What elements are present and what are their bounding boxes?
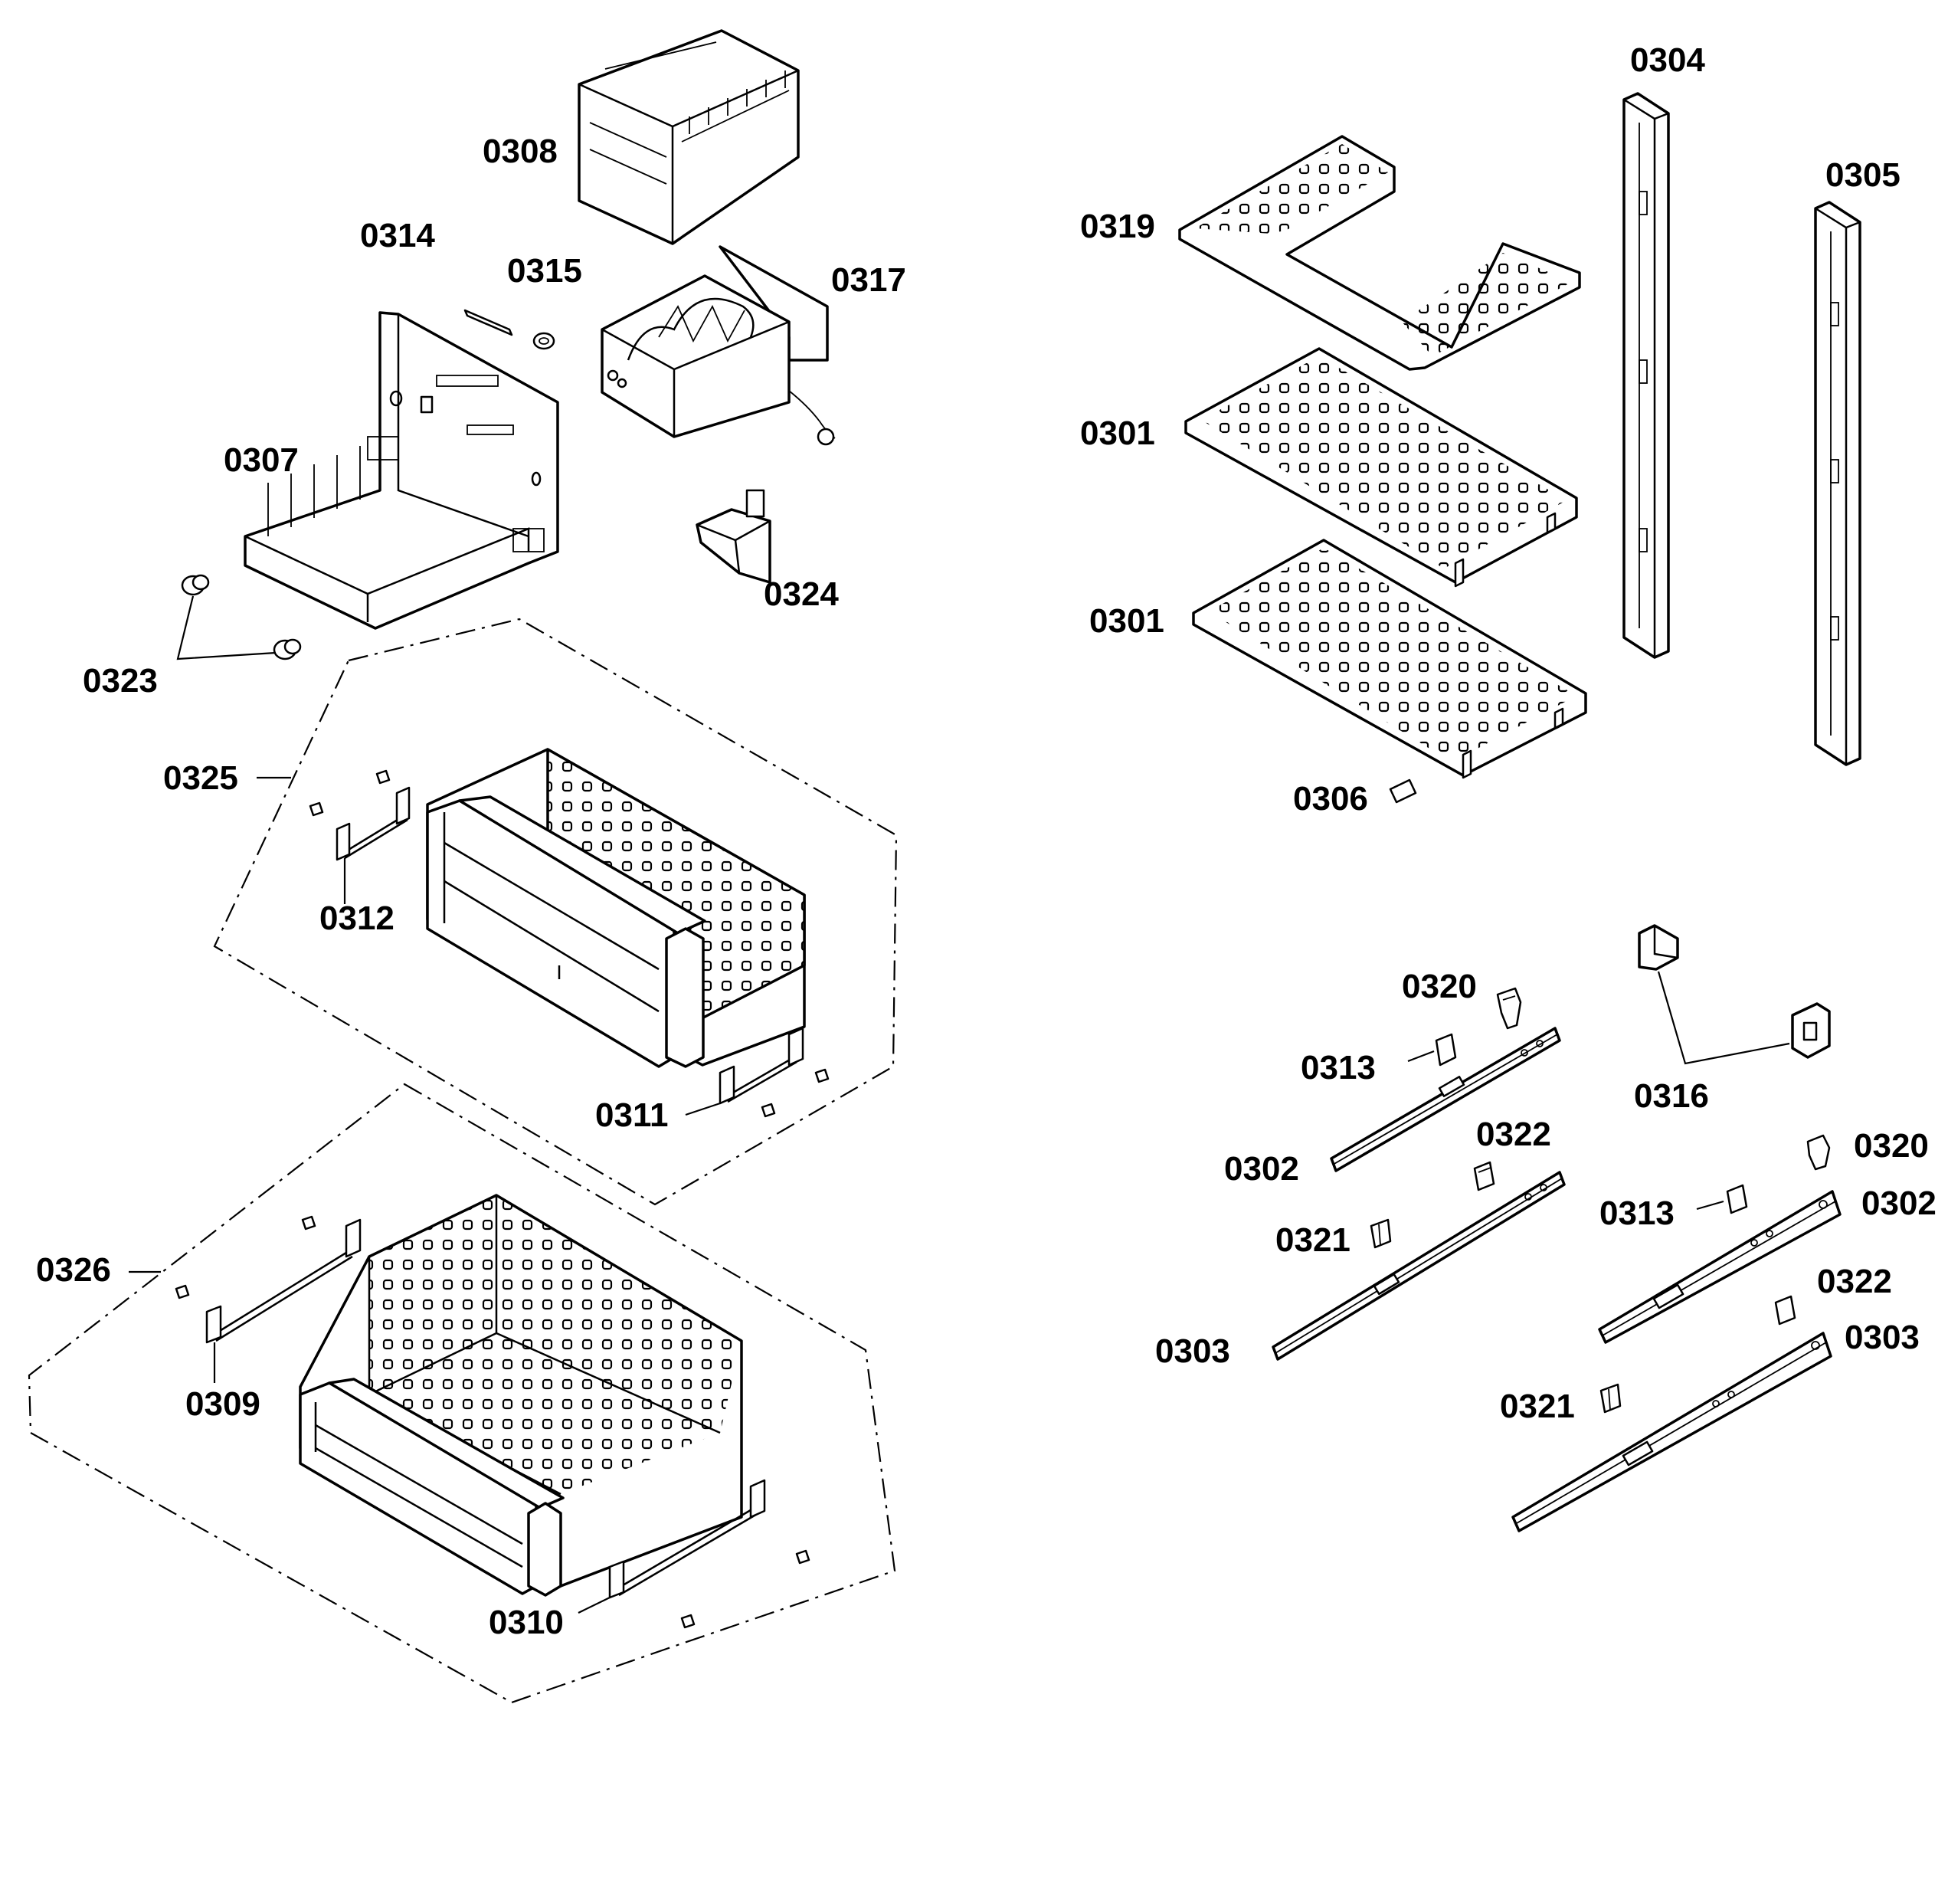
label-0309: 0309 (185, 1385, 260, 1423)
part-0313-clip-upper (1407, 1033, 1457, 1067)
label-0306: 0306 (1293, 780, 1368, 818)
part-0320-clip-right (1806, 1134, 1831, 1171)
part-0326-drawer (299, 1194, 743, 1597)
part-0310-runner (578, 1479, 810, 1629)
label-0322-left: 0322 (1476, 1116, 1551, 1153)
part-0314-bar (463, 309, 513, 336)
label-0301-lower: 0301 (1089, 602, 1164, 640)
part-0303-slide-left (1272, 1171, 1566, 1361)
part-0316-brackets (1638, 924, 1831, 1065)
label-0322-right: 0322 (1817, 1263, 1892, 1300)
part-0320-clip-upper (1496, 987, 1522, 1030)
label-0307: 0307 (224, 441, 299, 479)
label-0310: 0310 (489, 1604, 564, 1641)
label-0323: 0323 (83, 662, 158, 700)
part-0322-clip-left (1473, 1161, 1495, 1191)
part-0315-clip (532, 332, 555, 350)
label-0303-right: 0303 (1845, 1319, 1920, 1356)
part-0301-shelf-lower (1192, 539, 1587, 779)
label-0321-left: 0321 (1275, 1221, 1351, 1259)
part-0308-ice-bin (578, 29, 800, 245)
part-0307-frame (244, 311, 559, 630)
label-0315: 0315 (507, 252, 582, 290)
label-0305: 0305 (1825, 156, 1901, 194)
part-0325-drawer (426, 748, 806, 1068)
part-0321-clip-right (1599, 1383, 1622, 1414)
label-0314: 0314 (360, 217, 435, 254)
group-0326-outline (28, 1083, 896, 1704)
label-0311: 0311 (595, 1096, 668, 1134)
part-0311-runner (685, 1027, 830, 1118)
label-0326: 0326 (36, 1251, 111, 1289)
label-0304: 0304 (1630, 41, 1705, 79)
part-labels: 0308 0314 0315 0317 0307 0324 0323 0325 … (36, 41, 1937, 1641)
label-0325: 0325 (163, 759, 238, 797)
part-0302-slide-left (1330, 1027, 1561, 1172)
label-0313-right: 0313 (1599, 1195, 1675, 1232)
part-0301-shelf-upper (1184, 347, 1578, 588)
label-0301-upper: 0301 (1080, 415, 1155, 452)
label-0319: 0319 (1080, 208, 1155, 245)
part-0303-slide-right (1511, 1332, 1832, 1532)
part-0321-clip-left (1370, 1218, 1392, 1249)
part-0322-clip-right (1774, 1295, 1796, 1326)
label-0317: 0317 (831, 261, 906, 299)
part-0313-clip-right (1696, 1184, 1748, 1214)
label-0308: 0308 (483, 133, 558, 170)
label-0320-right: 0320 (1854, 1127, 1929, 1165)
label-0302-left: 0302 (1224, 1150, 1299, 1188)
label-0303-left: 0303 (1155, 1332, 1230, 1370)
part-0324-bracket (696, 489, 771, 584)
part-0319-shelf (1178, 135, 1581, 371)
part-0305-rail (1814, 201, 1861, 766)
label-0313-upper: 0313 (1301, 1049, 1376, 1086)
label-0312: 0312 (319, 900, 395, 937)
label-0316: 0316 (1634, 1077, 1709, 1115)
part-0323-plugs (176, 574, 302, 660)
label-0321-right: 0321 (1500, 1388, 1575, 1425)
part-0302-slide-right (1598, 1190, 1842, 1344)
part-0309-runner (175, 1215, 362, 1383)
label-0324: 0324 (764, 575, 839, 613)
part-0306-clip (1389, 778, 1417, 804)
part-0304-rail (1622, 92, 1670, 659)
part-0312-runner (309, 769, 411, 904)
group-0325-outline (213, 618, 898, 1206)
label-0320-upper: 0320 (1402, 968, 1477, 1005)
label-0302-right: 0302 (1861, 1185, 1937, 1222)
part-0317-ice-maker (601, 245, 836, 446)
